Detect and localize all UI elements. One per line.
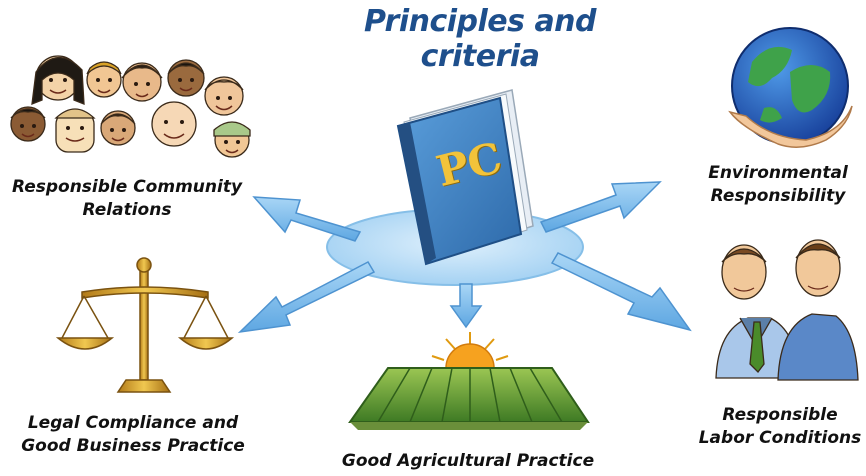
book-icon xyxy=(396,89,534,266)
people-faces-icon xyxy=(10,55,251,158)
diagram-title: Principles and criteria xyxy=(363,4,597,74)
node-environment-label: Environmental Responsibility xyxy=(698,162,858,208)
farm-field-sunrise-icon xyxy=(348,332,590,430)
node-legal-line2: Good Business Practice xyxy=(21,436,245,456)
node-legal-label: Legal Compliance and Good Business Pract… xyxy=(20,412,246,458)
arrow-to-gap xyxy=(449,283,483,329)
node-gap-line1: Good Agricultural Practice xyxy=(341,451,595,471)
node-gap-label: Good Agricultural Practice xyxy=(338,450,598,473)
arrow-to-environment xyxy=(539,181,662,233)
node-community-line1: Responsible Community xyxy=(11,177,243,197)
scales-of-justice-icon xyxy=(55,257,235,393)
node-labor-line2: Labor Conditions xyxy=(698,428,862,448)
arrow-to-labor xyxy=(550,252,692,332)
node-environment-line1: Environmental xyxy=(708,163,848,183)
globe-in-hands-icon xyxy=(728,27,853,148)
node-labor-line1: Responsible xyxy=(722,405,838,425)
node-labor-label: Responsible Labor Conditions xyxy=(694,404,866,450)
node-community-line2: Relations xyxy=(82,200,172,220)
arrow-to-community xyxy=(252,196,362,242)
arrow-to-legal xyxy=(237,261,376,334)
workers-icon xyxy=(715,239,859,381)
node-environment-line2: Responsibility xyxy=(710,186,846,206)
node-legal-line1: Legal Compliance and xyxy=(27,413,239,433)
node-community-label: Responsible Community Relations xyxy=(8,176,246,222)
